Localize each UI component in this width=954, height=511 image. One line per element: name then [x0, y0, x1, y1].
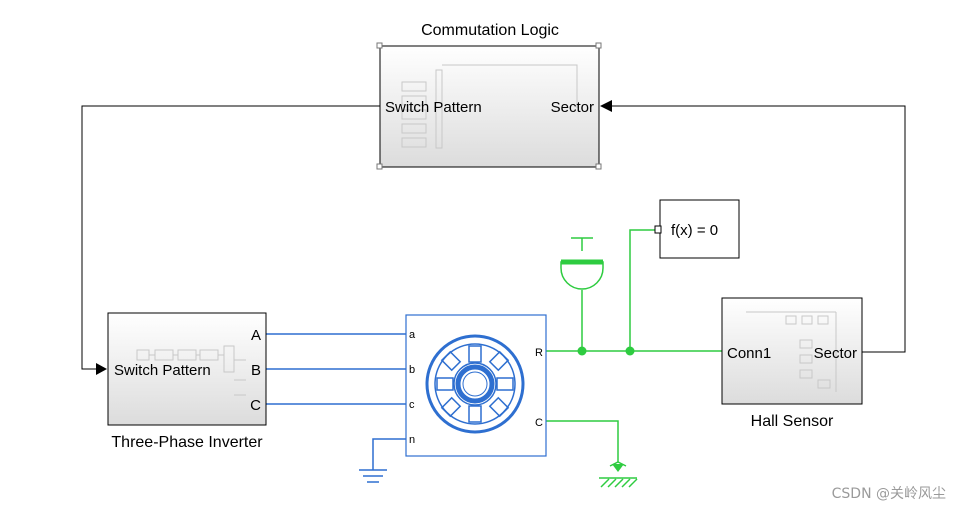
motor-port-case: C [535, 417, 543, 429]
motor-port-a: a [409, 329, 416, 341]
arrow-into-inverter [96, 363, 107, 375]
signal-lines [81, 105, 906, 370]
watermark: CSDN @关岭风尘 [831, 486, 946, 502]
three-phase-inverter-title: Three-Phase Inverter [111, 434, 263, 451]
motor-port-c: c [409, 399, 415, 411]
hall-sector-port: Sector [814, 345, 857, 362]
motor-port-b: b [409, 364, 415, 376]
arrow-into-commutation [600, 100, 612, 112]
ground-arrow-icon [612, 464, 624, 472]
junction-dot [577, 346, 587, 356]
commutation-logic-title: Commutation Logic [421, 22, 559, 39]
wire-sector[interactable] [612, 105, 906, 353]
subsystem-preview-icon [136, 345, 246, 396]
inverter-port-a: A [251, 327, 261, 344]
motor-port-n: n [409, 434, 415, 446]
solver-configuration-block[interactable]: f(x) = 0 [654, 199, 740, 259]
hall-sensor-title: Hall Sensor [751, 413, 834, 430]
solver-label: f(x) = 0 [671, 222, 718, 239]
electrical-lines [266, 333, 406, 483]
motor-port-r: R [535, 347, 543, 359]
inverter-port-c: C [250, 397, 261, 414]
commutation-switch-pattern-port: Switch Pattern [385, 99, 482, 116]
mechanical-lines [546, 229, 722, 488]
hall-sensor-block[interactable]: Hall Sensor Conn1 Sector [721, 297, 863, 430]
wire-case[interactable] [546, 420, 619, 462]
subsystem-preview-icon [746, 311, 837, 392]
junction-dot [625, 346, 635, 356]
commutation-logic-block[interactable]: Commutation Logic Switch Pattern Sector [376, 22, 602, 170]
bldc-motor-icon [425, 334, 525, 434]
hall-conn1-port: Conn1 [727, 345, 771, 362]
inverter-switch-pattern-port: Switch Pattern [114, 362, 211, 379]
commutation-sector-port: Sector [551, 99, 594, 116]
inverter-port-b: B [251, 362, 261, 379]
bldc-motor-block[interactable]: a b c n R C [405, 314, 547, 457]
subsystem-preview-icon [401, 64, 578, 149]
wire-neutral[interactable] [372, 438, 406, 470]
three-phase-inverter-block[interactable]: Three-Phase Inverter Switch Pattern A B … [107, 312, 267, 451]
wire-switch-pattern[interactable] [81, 105, 380, 370]
